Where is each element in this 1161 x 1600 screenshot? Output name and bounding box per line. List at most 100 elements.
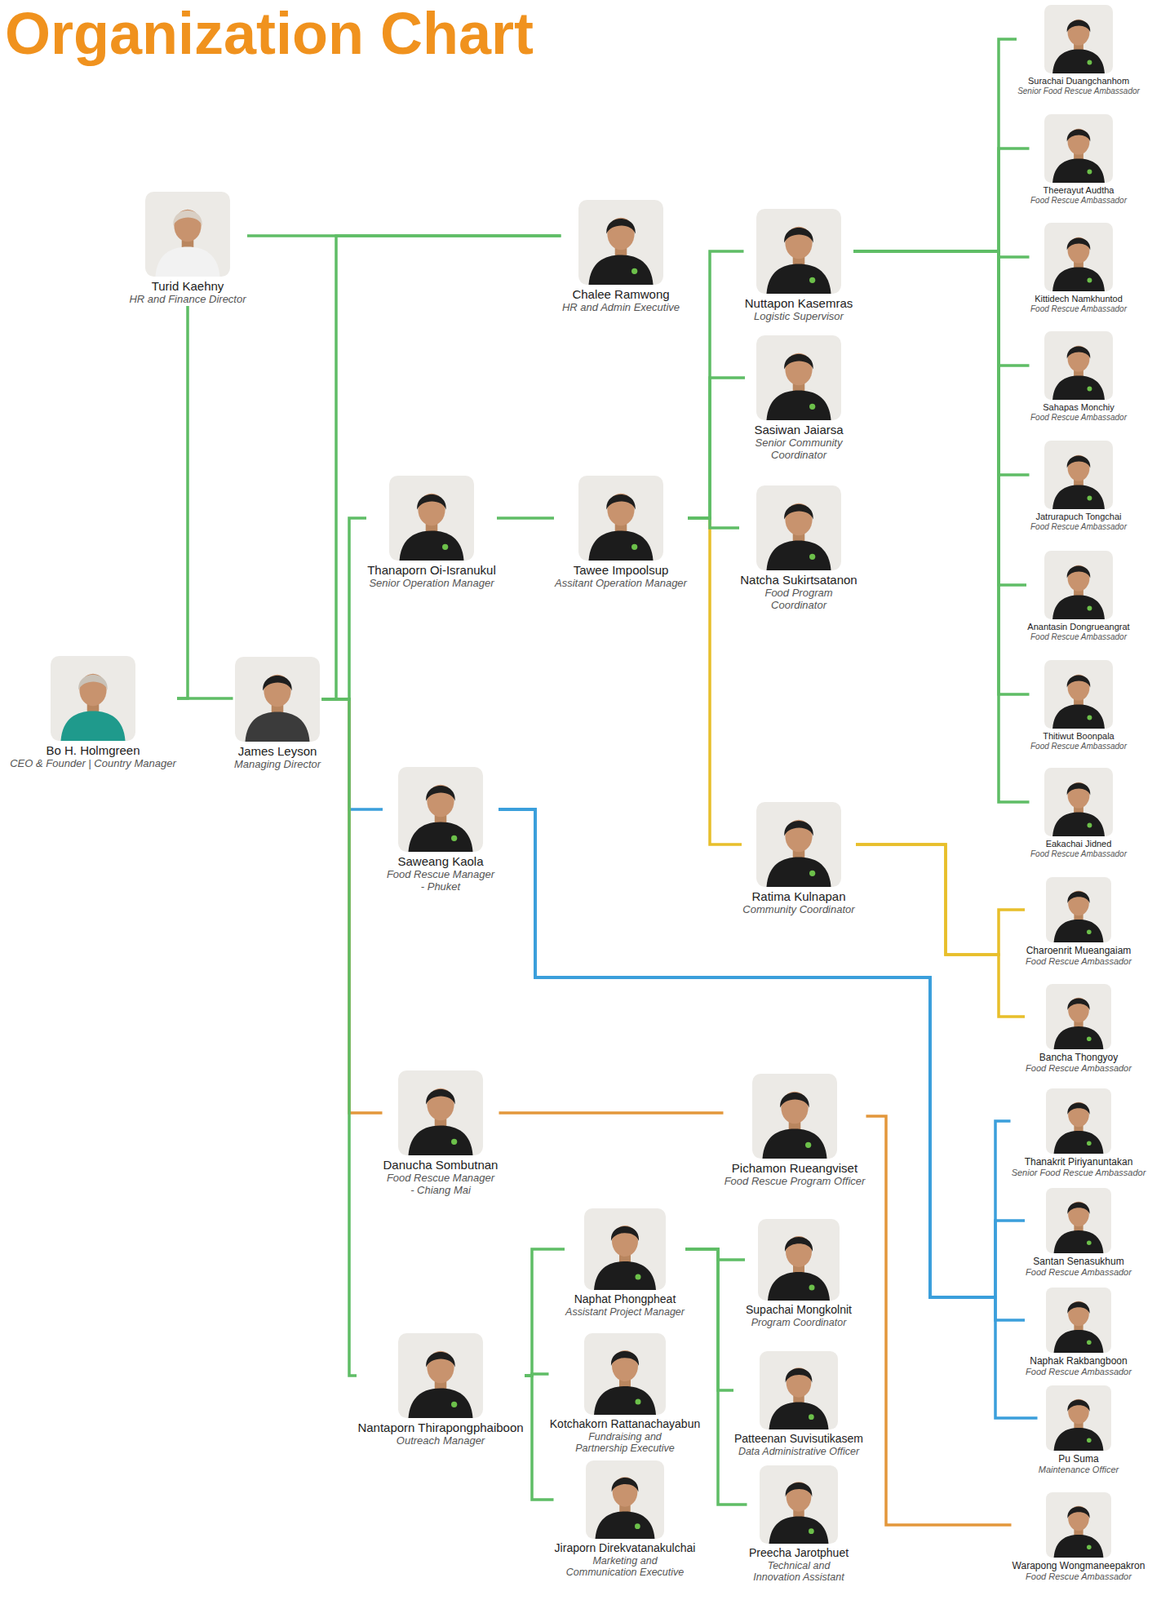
portrait-photo — [398, 1333, 484, 1419]
head — [1067, 237, 1091, 264]
reporting-line — [854, 251, 1030, 803]
shirt — [762, 1129, 827, 1159]
portrait-photo — [752, 1073, 838, 1159]
reporting-line — [322, 699, 358, 1376]
reporting-line — [854, 251, 1030, 366]
reporting-line — [685, 1249, 745, 1260]
photo-background — [398, 1333, 484, 1419]
portrait-photo — [756, 485, 842, 571]
photo-background — [398, 1070, 484, 1156]
person-card: Danucha SombutnanFood Rescue Manager - C… — [382, 1070, 500, 1197]
job-title: Food Rescue Ambassador — [1030, 741, 1127, 752]
reporting-line — [687, 518, 742, 845]
person-name: Eakachai Jidned — [1045, 838, 1113, 850]
job-title: Program Coordinator — [751, 1316, 847, 1329]
head — [1067, 890, 1090, 916]
person-card: Nuttapon KasemrasLogistic Supervisor — [744, 208, 855, 324]
shirt-logo — [1087, 60, 1093, 66]
shirt — [1054, 1329, 1104, 1353]
shirt — [769, 1401, 829, 1430]
job-title: Food Program Coordinator — [745, 587, 852, 612]
reporting-line — [496, 516, 554, 520]
shirt — [1054, 1534, 1104, 1558]
shirt-logo — [635, 1274, 642, 1281]
shirt-logo — [1086, 1339, 1092, 1345]
portrait-photo — [1045, 877, 1112, 943]
job-title: Food Rescue Ambassador — [1025, 1571, 1132, 1582]
hair — [606, 494, 636, 510]
person-name: Nuttapon Kasemras — [744, 296, 854, 311]
shirt — [407, 1388, 473, 1419]
portrait-photo — [1045, 1385, 1112, 1451]
job-title: HR and Finance Director — [128, 293, 246, 306]
head — [1067, 997, 1090, 1023]
person-name: Pu Suma — [1058, 1453, 1099, 1465]
photo-background — [1044, 4, 1113, 74]
person-card: Anantasin DongrueangratFood Rescue Ambas… — [1026, 550, 1131, 643]
photo-background — [145, 191, 231, 277]
person-name: Charoenrit Mueangaiam — [1026, 944, 1132, 957]
photo-background — [234, 656, 320, 742]
reporting-line — [524, 1249, 565, 1376]
shirt-logo — [1086, 1140, 1092, 1146]
portrait-photo — [1045, 1187, 1112, 1254]
job-title: Senior Operation Manager — [368, 577, 494, 590]
reporting-line — [322, 699, 383, 1113]
person-card: Patteenan SuvisutikasemData Administrati… — [733, 1351, 865, 1458]
hair — [784, 227, 814, 244]
photo-background — [578, 475, 664, 561]
person-name: Santan Senasukhum — [1032, 1255, 1124, 1268]
person-name: Surachai Duangchanhom — [1028, 75, 1130, 87]
person-name: Warapong Wongmaneepakron — [1012, 1559, 1146, 1572]
hair — [425, 1351, 456, 1368]
portrait-photo — [389, 475, 475, 561]
photo-background — [1045, 1492, 1112, 1558]
hair — [425, 785, 456, 802]
person-name: Turid Kaehny — [151, 279, 225, 294]
head — [1067, 128, 1091, 156]
person-card: Sasiwan JaiarsaSenior Community Coordina… — [744, 335, 853, 462]
job-title: Senior Food Rescue Ambassador — [1017, 86, 1140, 97]
photo-background — [1044, 767, 1113, 837]
portrait-photo — [756, 208, 842, 294]
person-name: Preecha Jarotphuet — [748, 1546, 849, 1560]
shirt — [766, 264, 831, 294]
shirt — [1054, 1026, 1104, 1050]
portrait-photo — [145, 191, 231, 277]
photo-background — [1044, 114, 1113, 183]
shirt-logo — [808, 1413, 815, 1420]
shirt — [1052, 595, 1105, 620]
photo-background — [1044, 550, 1113, 620]
portrait-photo — [759, 1465, 838, 1544]
reporting-line — [855, 844, 1025, 955]
photo-background — [584, 1333, 666, 1415]
person-card: Thanaporn Oi-IsranukulSenior Operation M… — [366, 475, 497, 590]
person-card: Jatrurapuch TongchaiFood Rescue Ambassad… — [1029, 440, 1129, 532]
hair — [1067, 1302, 1090, 1314]
shirt-logo — [1086, 929, 1092, 935]
person-card: Bo H. HolmgreenCEO & Founder | Country M… — [8, 655, 178, 771]
shirt — [407, 1125, 473, 1156]
hair — [1067, 891, 1090, 904]
hair — [1067, 1103, 1090, 1115]
photo-background — [584, 1208, 666, 1290]
hair — [611, 1477, 639, 1492]
hair — [262, 675, 293, 692]
shirt — [769, 1515, 829, 1544]
head — [1067, 782, 1091, 809]
reporting-line — [855, 844, 1025, 1017]
photo-background — [756, 208, 842, 294]
reporting-line — [687, 251, 745, 519]
reporting-line — [854, 251, 1030, 695]
person-name: Nantaporn Thirapongphaiboon — [357, 1420, 523, 1436]
reporting-line — [498, 809, 1038, 1419]
person-card: Nantaporn ThirapongphaiboonOutreach Mana… — [356, 1333, 525, 1448]
head — [1067, 455, 1091, 482]
photo-background — [1044, 440, 1113, 510]
portrait-photo — [234, 656, 320, 742]
hair — [784, 1236, 813, 1252]
shirt-logo — [451, 1401, 457, 1408]
reporting-line — [498, 809, 1011, 1298]
job-title: Community Coordinator — [742, 903, 855, 917]
person-name: Anantasin Dongrueangrat — [1027, 621, 1130, 633]
